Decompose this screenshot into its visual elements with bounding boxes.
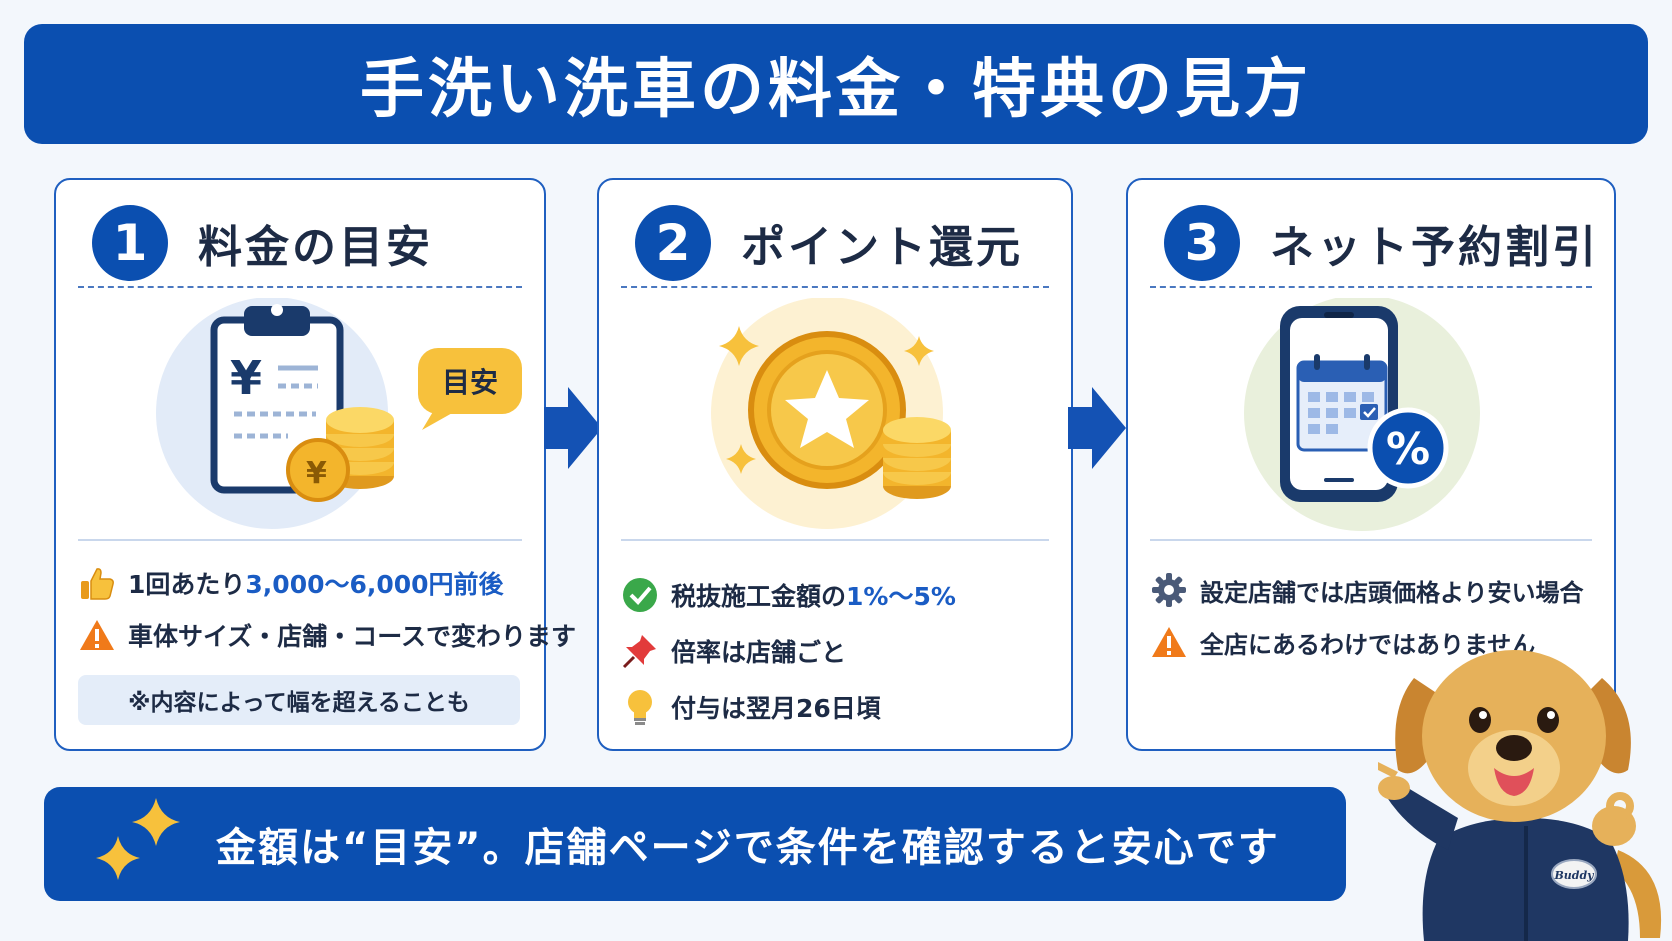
divider bbox=[78, 539, 522, 541]
calendar-icon bbox=[1296, 354, 1388, 452]
title-banner: 手洗い洗車の料金・特典の見方 bbox=[24, 24, 1648, 144]
list-item: 税抜施工金額の 1%〜5% bbox=[621, 567, 1055, 623]
summary-text: 金額は“目安”。店舗ページで条件を確認すると安心です bbox=[216, 825, 1280, 871]
card-point-reward: 2 ポイント還元 bbox=[597, 178, 1073, 751]
point-rate: 1%〜5% bbox=[846, 582, 956, 611]
row-text: 付与は翌月26日頃 bbox=[671, 694, 881, 723]
lightbulb-icon bbox=[621, 688, 659, 726]
arrow-right-icon bbox=[1068, 387, 1126, 469]
divider bbox=[621, 539, 1049, 541]
clipboard-icon: ¥ ¥ 目安 bbox=[156, 297, 522, 529]
pushpin-icon bbox=[621, 632, 659, 670]
row-text: 車体サイズ・店舗・コースで変わります bbox=[128, 622, 577, 651]
speech-bubble-icon: 目安 bbox=[418, 348, 522, 430]
coin-stack-icon bbox=[883, 417, 951, 499]
point-illustration bbox=[599, 297, 1071, 718]
warning-icon bbox=[1150, 623, 1188, 661]
arrow-right-icon bbox=[544, 387, 602, 469]
divider bbox=[1150, 539, 1592, 541]
gear-icon bbox=[1150, 571, 1188, 609]
info-list: 税抜施工金額の 1%〜5% 倍率は店舗ごと 付与は翌月26日頃 bbox=[621, 567, 1055, 735]
dog-mascot-icon: Buddy bbox=[1378, 650, 1662, 941]
info-list: 設定店舗では店頭価格より安い場合 全店にあるわけではありません bbox=[1150, 564, 1598, 668]
list-item: 車体サイズ・店舗・コースで変わります bbox=[78, 609, 576, 661]
card-title: 料金の目安 bbox=[198, 222, 433, 273]
dashed-divider bbox=[78, 286, 522, 288]
name-badge: Buddy bbox=[1553, 869, 1595, 882]
row-text: 倍率は店舗ごと bbox=[671, 638, 847, 667]
card-header: 2 ポイント還元 bbox=[635, 205, 1041, 281]
card-title: ポイント還元 bbox=[741, 222, 1023, 273]
card-price-guide: 1 料金の目安 ¥ ¥ bbox=[54, 178, 576, 751]
list-item: 1回あたり 3,000〜6,000円前後 bbox=[78, 557, 528, 609]
row-text: 設定店舗では店頭価格より安い場合 bbox=[1200, 578, 1584, 607]
percent-badge-icon: % bbox=[1367, 407, 1449, 489]
sparkle-icon bbox=[96, 798, 180, 880]
row-text: 税抜施工金額の bbox=[671, 582, 847, 611]
card-header: 1 料金の目安 bbox=[92, 205, 514, 281]
svg-text:¥: ¥ bbox=[306, 456, 327, 491]
card-header: 3 ネット予約割引 bbox=[1164, 205, 1596, 281]
thumbs-up-icon bbox=[78, 564, 116, 602]
row-text: 全店にあるわけではありません bbox=[1200, 630, 1536, 659]
list-item: 倍率は店舗ごと bbox=[621, 623, 1055, 679]
page-title: 手洗い洗車の料金・特典の見方 bbox=[360, 53, 1312, 127]
step-number: 3 bbox=[1164, 205, 1240, 281]
sparkle-icon bbox=[719, 326, 934, 474]
step-number: 1 bbox=[92, 205, 168, 281]
info-list: 1回あたり 3,000〜6,000円前後 車体サイズ・店舗・コースで変わります … bbox=[78, 557, 576, 725]
price-range: 3,000〜6,000円前後 bbox=[245, 570, 504, 599]
yen-icon: ¥ bbox=[230, 351, 262, 405]
badge-text: 目安 bbox=[442, 366, 498, 399]
price-illustration: ¥ ¥ 目安 bbox=[56, 297, 544, 718]
list-item: 設定店舗では店頭価格より安い場合 bbox=[1150, 564, 1598, 616]
discount-illustration: % bbox=[1128, 295, 1614, 718]
list-item: 付与は翌月26日頃 bbox=[621, 679, 1055, 735]
svg-text:%: % bbox=[1386, 424, 1430, 475]
card-title: ネット予約割引 bbox=[1270, 222, 1599, 273]
list-item: 全店にあるわけではありません bbox=[1150, 616, 1598, 668]
step-number: 2 bbox=[635, 205, 711, 281]
row-text: 1回あたり bbox=[128, 570, 246, 599]
dashed-divider bbox=[621, 286, 1049, 288]
summary-banner: 金額は“目安”。店舗ページで条件を確認すると安心です bbox=[44, 787, 1346, 901]
coin-stack-icon: ¥ bbox=[286, 407, 394, 502]
star-coin-icon bbox=[711, 297, 951, 529]
check-circle-icon bbox=[621, 576, 659, 614]
smartphone-icon: % bbox=[1244, 295, 1480, 531]
dashed-divider bbox=[1150, 286, 1592, 288]
warning-icon bbox=[78, 616, 116, 654]
note-box: ※内容によって幅を超えることも bbox=[78, 675, 520, 725]
